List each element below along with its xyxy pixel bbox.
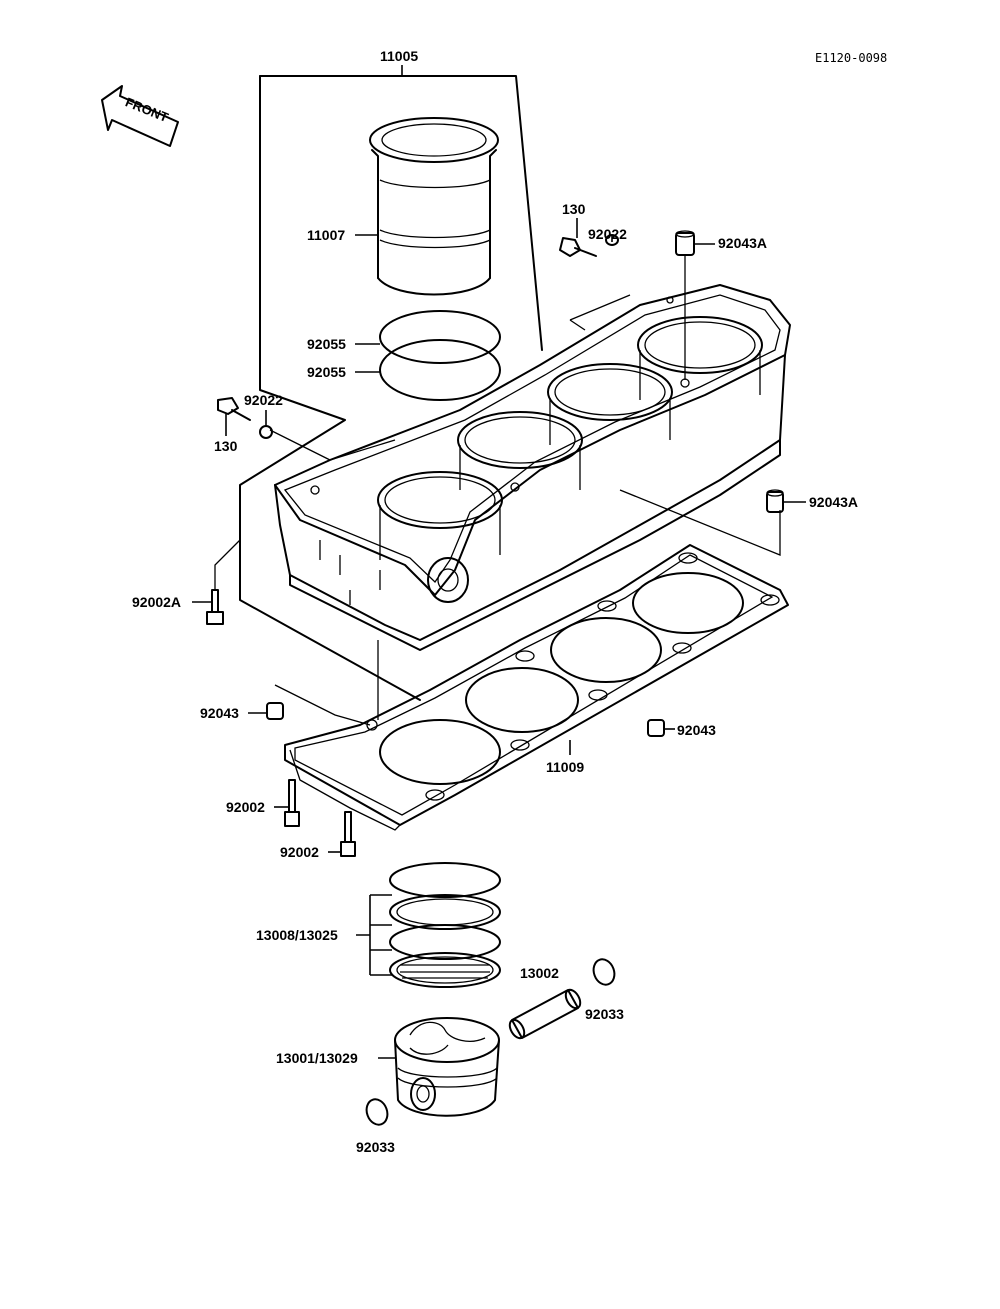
guide-line-2 <box>269 429 396 461</box>
piston-rings <box>389 862 501 988</box>
label-92002a: 92002A <box>132 594 181 610</box>
dowel-92043-right <box>647 719 665 737</box>
circlip-right <box>592 958 616 986</box>
label-13008: 13008/13025 <box>256 927 338 943</box>
dowel-92043a-right <box>766 489 784 513</box>
drawing-code: E1120-0098 <box>815 51 887 65</box>
label-92043a-top: 92043A <box>718 235 767 251</box>
cylinder-sleeve <box>369 117 499 296</box>
front-label: FRONT <box>123 94 170 125</box>
guide-line <box>569 294 631 331</box>
label-11005: 11005 <box>380 48 418 64</box>
label-13001: 13001/13029 <box>276 1050 358 1066</box>
circlip-bottom <box>365 1098 389 1126</box>
bolt-92002a <box>206 539 241 625</box>
label-92043-left: 92043 <box>200 705 239 721</box>
piston-pin <box>508 988 582 1040</box>
leader-13008 <box>356 894 392 976</box>
o-rings <box>379 310 501 401</box>
label-92043a-right: 92043A <box>809 494 858 510</box>
label-92002-a: 92002 <box>226 799 265 815</box>
guide-line-4 <box>274 684 371 726</box>
bolt-130-top <box>559 234 619 257</box>
label-92033-bottom: 92033 <box>356 1139 395 1155</box>
bolt-92002-b <box>340 811 356 857</box>
base-gasket <box>284 544 789 831</box>
label-92055-b: 92055 <box>307 364 346 380</box>
dowel-guide-b <box>619 489 781 556</box>
label-13002: 13002 <box>520 965 559 981</box>
label-92033-right: 92033 <box>585 1006 624 1022</box>
piston <box>394 1017 500 1117</box>
dowel-92043a-top <box>675 230 695 256</box>
label-11007: 11007 <box>307 227 345 243</box>
cylinder-group-bracket <box>239 75 543 701</box>
label-11009: 11009 <box>546 759 584 775</box>
bolt-92002-a <box>284 779 300 827</box>
front-arrow-icon: FRONT <box>101 85 179 147</box>
label-92055-a: 92055 <box>307 336 346 352</box>
label-92022-left: 92022 <box>244 392 283 408</box>
cylinder-block <box>274 284 791 651</box>
label-92002-b: 92002 <box>280 844 319 860</box>
dowel-92043-left <box>266 702 284 720</box>
label-92022-top: 92022 <box>588 226 627 242</box>
label-130-left: 130 <box>214 438 238 454</box>
label-130-top: 130 <box>562 201 586 217</box>
label-92043-right: 92043 <box>677 722 716 738</box>
